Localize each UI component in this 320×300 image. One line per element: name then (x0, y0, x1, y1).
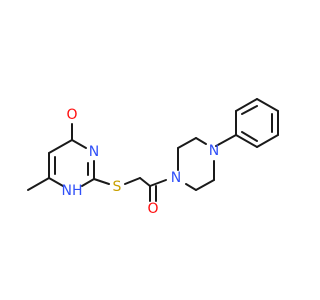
thioether-linker (93, 177, 167, 202)
atom-label-n-piperazine-4: N (209, 143, 219, 159)
atom-label-nh: NH (62, 183, 83, 199)
bond-c2-s (93, 178, 110, 185)
bond-ch2-co (139, 177, 151, 187)
bond-c6-methyl (27, 177, 50, 191)
bond-c4-c5 (48, 139, 73, 154)
atom-label-o-carbonyl-amide: O (147, 201, 158, 217)
bond-n4-phenyl (215, 134, 237, 147)
bond-pip-c3-n4 (195, 137, 207, 145)
bond-ph-2-3 (235, 98, 258, 112)
phenyl-ring (215, 98, 279, 148)
bond-ph-inner-a (241, 105, 258, 115)
bond-pip-c6-n1 (185, 183, 197, 191)
atom-label-s: S (113, 179, 122, 195)
bond-n3-c4 (71, 139, 87, 149)
bond-c6-n1 (48, 177, 64, 187)
bond-pip-c5-c6 (195, 179, 215, 191)
bond-co-n (149, 179, 167, 187)
pyrimidinone-ring (27, 123, 95, 191)
atom-label-o-carbonyl-ring: O (66, 107, 77, 123)
bond-ph-3-4 (256, 98, 279, 112)
bond-ph-6-1 (235, 134, 258, 148)
atom-label-n3: N (89, 144, 99, 160)
molecule-structure-diagram: O N NH S O N N (27, 98, 279, 217)
atom-labels: O N NH S O N N (62, 107, 220, 217)
bond-n1-c2 (81, 178, 95, 187)
bond-s-ch2 (124, 177, 141, 185)
atom-label-n-piperazine-1: N (171, 170, 181, 186)
bond-ph-inner-c (241, 131, 258, 142)
bond-ph-5-6 (256, 134, 279, 148)
piperazine-ring (177, 137, 215, 191)
bond-pip-c2-c3 (177, 137, 197, 149)
